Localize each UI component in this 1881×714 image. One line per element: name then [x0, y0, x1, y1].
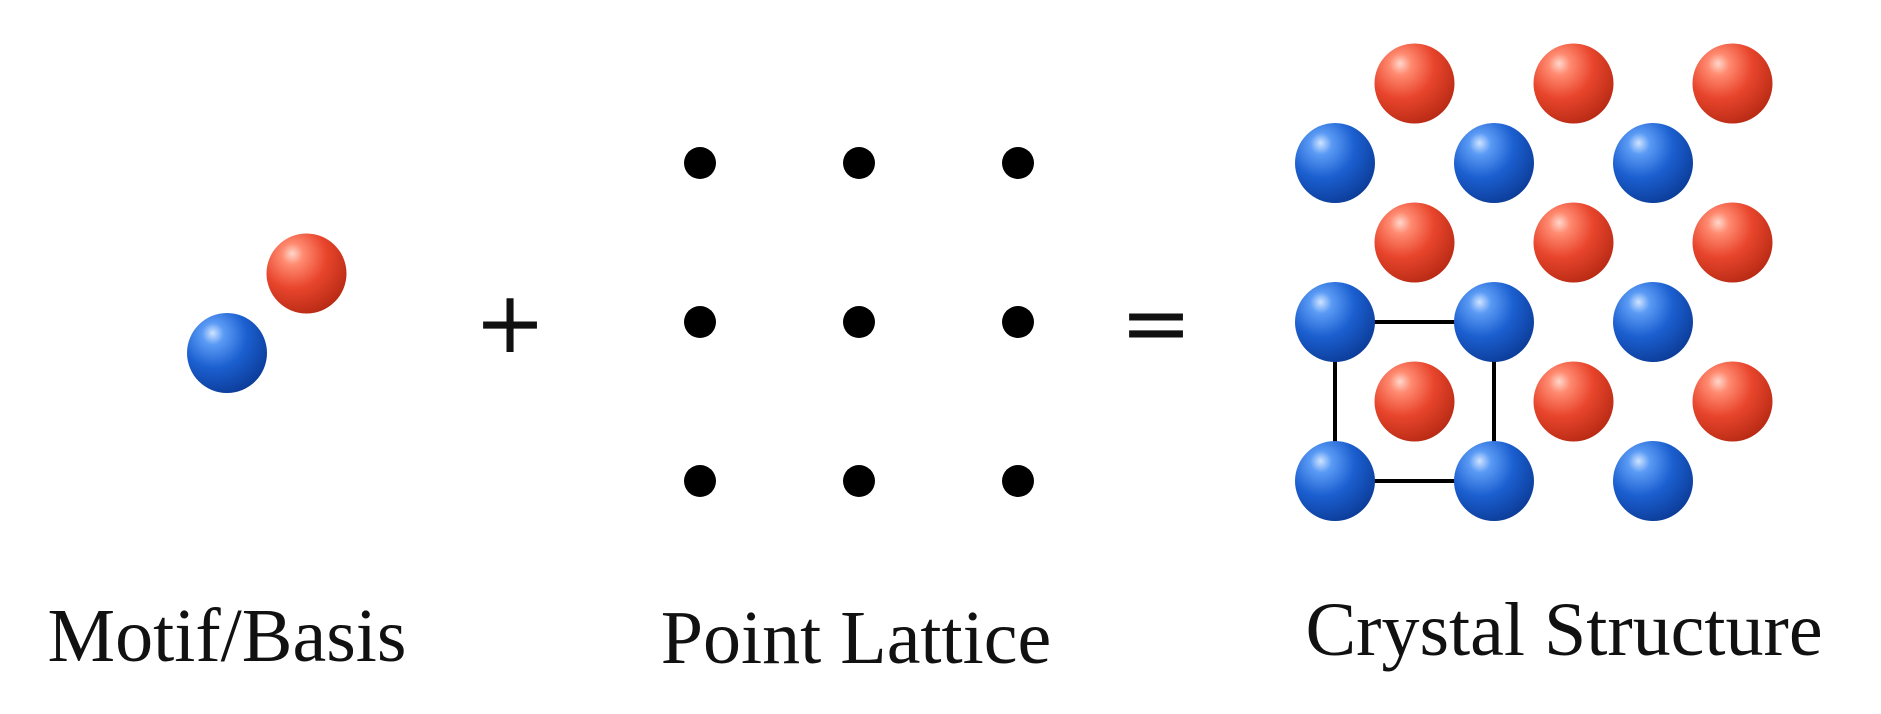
blue-crystal-atom [1454, 123, 1534, 203]
motif-basis-caption: Motif/Basis [47, 594, 407, 678]
plus-operator: + [474, 273, 546, 373]
lattice-point [1002, 306, 1034, 338]
blue-crystal-atom [1613, 282, 1693, 362]
blue-motif-atom [187, 313, 267, 393]
equals-operator: = [1120, 273, 1192, 373]
blue-atom-layer [1295, 123, 1693, 521]
red-crystal-atom [1533, 43, 1614, 124]
red-crystal-atom [1533, 202, 1614, 283]
crystal-structure-caption: Crystal Structure [1305, 588, 1823, 672]
point-lattice-caption: Point Lattice [660, 596, 1052, 680]
unit-cell-outline [1333, 320, 1496, 483]
blue-crystal-atom [1295, 441, 1375, 521]
blue-crystal-atom [1454, 441, 1534, 521]
red-crystal-atom [1374, 202, 1455, 283]
lattice-point [1002, 147, 1034, 179]
red-atom-layer [1374, 43, 1773, 442]
blue-crystal-atom [1613, 441, 1693, 521]
lattice-point [684, 147, 716, 179]
motif-group [187, 233, 347, 393]
red-crystal-atom [1692, 43, 1773, 124]
lattice-point [684, 306, 716, 338]
lattice-point [843, 465, 875, 497]
lattice-point [843, 306, 875, 338]
blue-crystal-atom [1295, 123, 1375, 203]
red-crystal-atom [1374, 43, 1455, 124]
point-lattice-group [684, 147, 1034, 497]
red-motif-atom [266, 233, 347, 314]
red-crystal-atom [1692, 202, 1773, 283]
red-crystal-atom [1533, 361, 1614, 442]
blue-crystal-atom [1613, 123, 1693, 203]
lattice-point [843, 147, 875, 179]
blue-crystal-atom [1454, 282, 1534, 362]
lattice-point [1002, 465, 1034, 497]
red-crystal-atom [1374, 361, 1455, 442]
crystal-structure-group [1295, 43, 1773, 521]
blue-crystal-atom [1295, 282, 1375, 362]
unit-cell [1333, 320, 1496, 483]
lattice-point [684, 465, 716, 497]
red-crystal-atom [1692, 361, 1773, 442]
